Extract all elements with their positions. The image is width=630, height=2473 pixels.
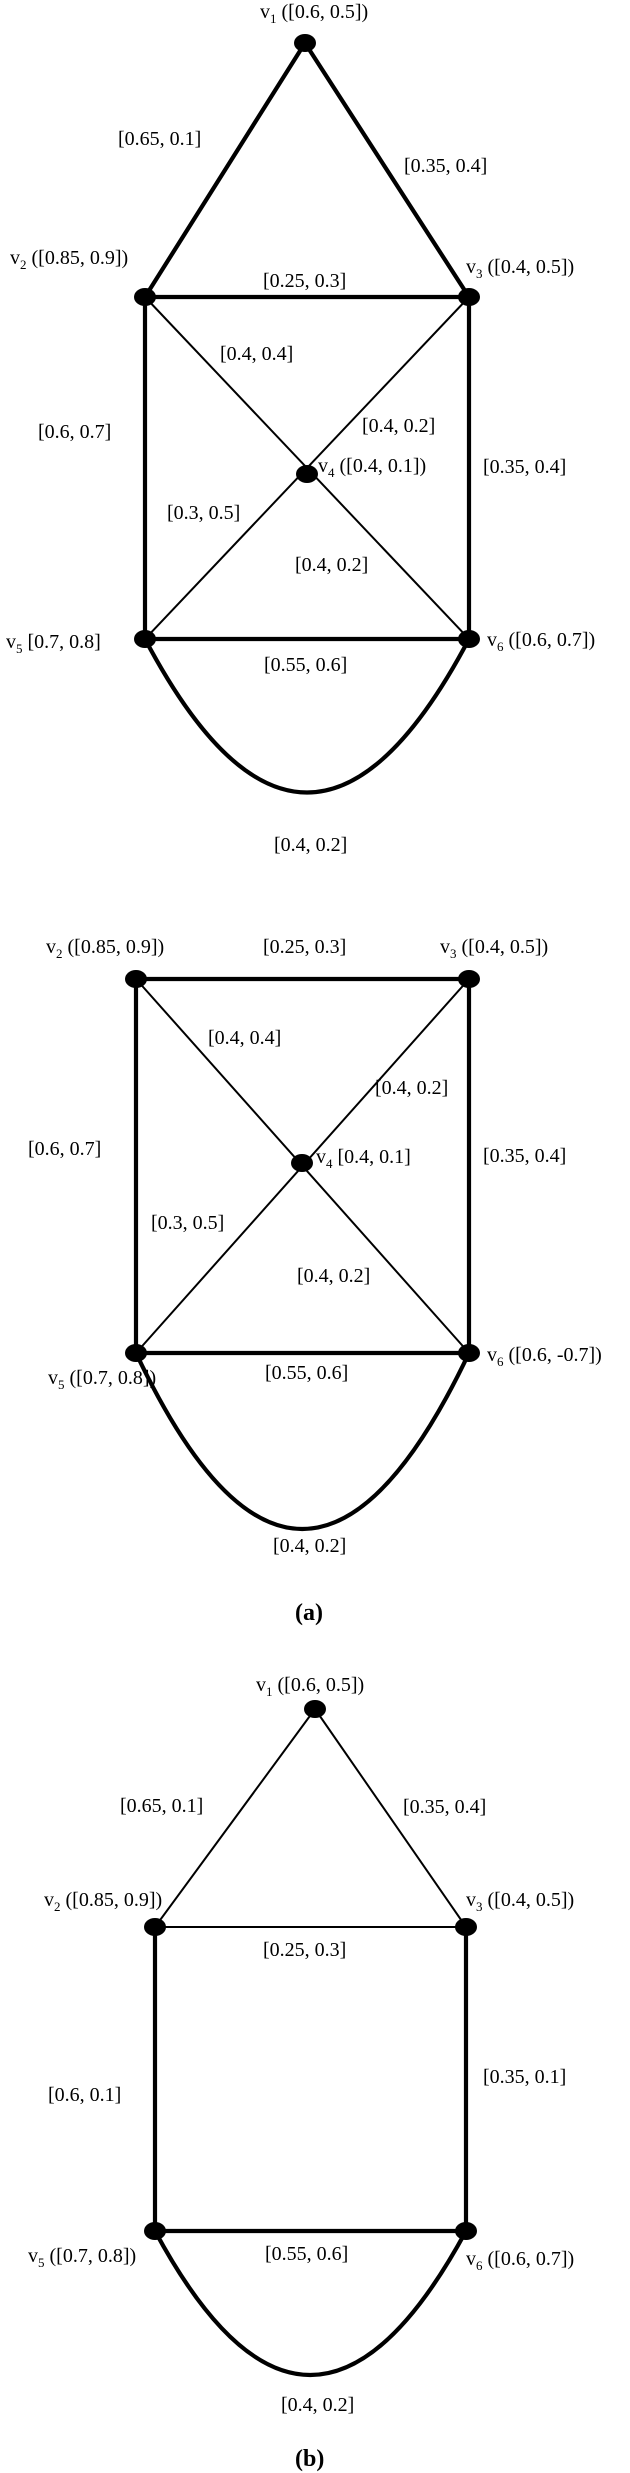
edge-label-v2-v6: [0.4, 0.4]	[220, 343, 293, 365]
vertex-label-v5: v5 ([0.7, 0.8])	[48, 1367, 156, 1392]
edge-label-v2-v3: [0.25, 0.3]	[263, 1939, 346, 1961]
edge-label-v5-v6-curved: [0.4, 0.2]	[281, 2394, 354, 2416]
edge-label-v5-v6: [0.55, 0.6]	[265, 2243, 348, 2265]
edge-v1-v2	[154, 1708, 316, 1928]
edge-label-v3-v5: [0.4, 0.2]	[375, 1077, 448, 1099]
vertex-v3	[458, 288, 480, 306]
edge-label-v1-v3: [0.35, 0.4]	[403, 1796, 486, 1818]
edge-label-v3-v5: [0.4, 0.2]	[362, 415, 435, 437]
edge-label-v4-v6: [0.4, 0.2]	[295, 554, 368, 576]
vertex-label-v1: v1 ([0.6, 0.5])	[260, 1, 368, 26]
vertex-label-v2: v2 ([0.85, 0.9])	[44, 1889, 162, 1914]
vertex-label-v3: v3 ([0.4, 0.5])	[466, 1889, 574, 1914]
graph-1: v1 ([0.6, 0.5]) v2 ([0.85, 0.9]) v3 ([0.…	[6, 1, 595, 856]
vertex-label-v5: v5 [0.7, 0.8]	[6, 631, 101, 656]
vertex-v3	[455, 1918, 477, 1936]
vertex-v2	[144, 1918, 166, 1936]
vertex-v5	[144, 2222, 166, 2240]
edge-label-v5-v6-curved: [0.4, 0.2]	[274, 834, 347, 856]
vertex-v2	[134, 288, 156, 306]
edge-label-v3-v6: [0.35, 0.1]	[483, 2066, 566, 2088]
edge-label-v5-v6: [0.55, 0.6]	[265, 1362, 348, 1384]
edge-v1-v3	[302, 40, 472, 300]
edge-label-v3-v6: [0.35, 0.4]	[483, 1145, 566, 1167]
edge-label-v1-v2: [0.65, 0.1]	[118, 128, 201, 150]
graph-2: v2 ([0.85, 0.9]) v3 ([0.4, 0.5]) v4 [0.4…	[28, 936, 602, 1557]
caption-a: (a)	[295, 1600, 323, 1626]
caption-b: (b)	[295, 2446, 324, 2472]
edge-label-v4-v6: [0.4, 0.2]	[297, 1265, 370, 1287]
edge-label-v2-v3: [0.25, 0.3]	[263, 270, 346, 292]
vertex-v5	[134, 630, 156, 648]
edge-v1-v2	[142, 40, 308, 300]
vertex-v6	[458, 1344, 480, 1362]
edge-v5-v6-curved	[142, 636, 472, 795]
edge-v1-v3	[314, 1708, 467, 1928]
edge-label-v5-v6: [0.55, 0.6]	[264, 654, 347, 676]
vertex-v6	[458, 630, 480, 648]
vertex-label-v3: v3 ([0.4, 0.5])	[466, 256, 574, 281]
vertex-label-v5: v5 ([0.7, 0.8])	[28, 2245, 136, 2270]
edge-label-v4-v5: [0.3, 0.5]	[167, 502, 240, 524]
vertex-v6	[455, 2222, 477, 2240]
edge-label-v2-v3: [0.25, 0.3]	[263, 936, 346, 958]
vertex-v3	[458, 970, 480, 988]
vertex-v4	[291, 1154, 313, 1172]
vertex-v5	[125, 1344, 147, 1362]
vertex-v4	[296, 465, 318, 483]
edge-label-v1-v2: [0.65, 0.1]	[120, 1795, 203, 1817]
edge-label-v2-v5: [0.6, 0.7]	[38, 421, 111, 443]
edge-label-v3-v6: [0.35, 0.4]	[483, 456, 566, 478]
vertex-label-v6: v6 ([0.6, -0.7])	[487, 1344, 602, 1369]
vertex-v1	[304, 1700, 326, 1718]
vertex-label-v2: v2 ([0.85, 0.9])	[46, 936, 164, 961]
graph-3: v1 ([0.6, 0.5]) v2 ([0.85, 0.9]) v3 ([0.…	[28, 1674, 574, 2416]
edge-label-v2-v5: [0.6, 0.7]	[28, 1138, 101, 1160]
vertex-label-v6: v6 ([0.6, 0.7])	[466, 2248, 574, 2273]
edge-label-v2-v5: [0.6, 0.1]	[48, 2084, 121, 2106]
vertex-label-v1: v1 ([0.6, 0.5])	[256, 1674, 364, 1699]
vertex-label-v2: v2 ([0.85, 0.9])	[10, 247, 128, 272]
vertex-label-v6: v6 ([0.6, 0.7])	[487, 629, 595, 654]
vertex-label-v3: v3 ([0.4, 0.5])	[440, 936, 548, 961]
vertex-v2	[125, 970, 147, 988]
edge-label-v2-v6: [0.4, 0.4]	[208, 1027, 281, 1049]
edge-v5-v6-curved	[152, 2228, 469, 2378]
vertex-label-v4: v4 [0.4, 0.1]	[316, 1146, 411, 1171]
vertex-label-v4: v4 ([0.4, 0.1])	[318, 455, 426, 480]
vertex-v1	[294, 34, 316, 52]
edge-label-v1-v3: [0.35, 0.4]	[404, 155, 487, 177]
edge-label-v4-v5: [0.3, 0.5]	[151, 1212, 224, 1234]
edge-label-v5-v6-curved: [0.4, 0.2]	[273, 1535, 346, 1557]
edge-v5-v6-curved	[133, 1350, 472, 1532]
